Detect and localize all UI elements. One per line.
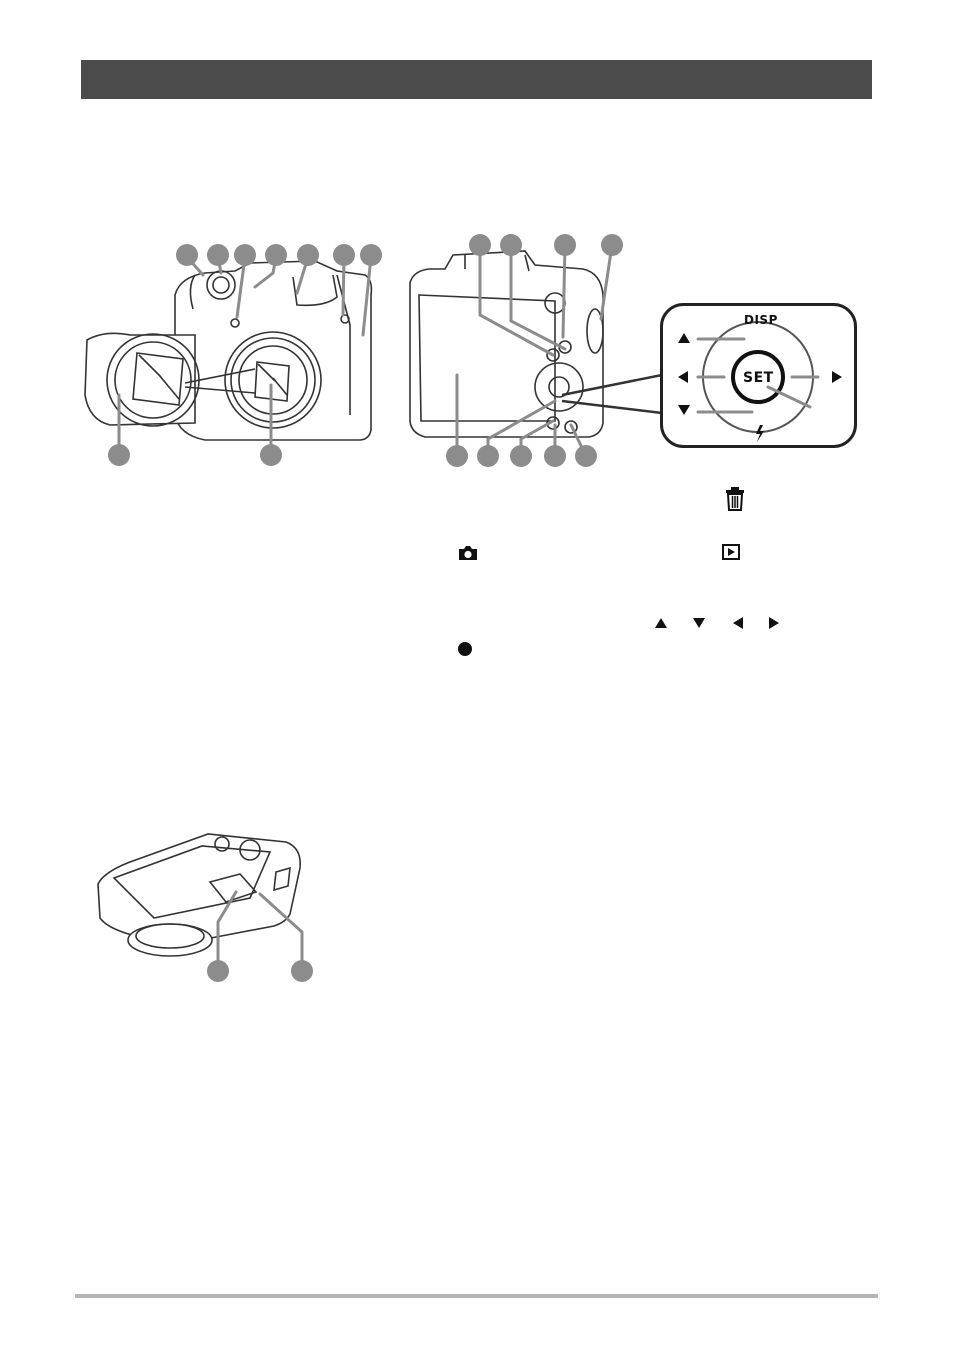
up-triangle-icon: [655, 618, 667, 628]
camera-front-illustration: [84, 244, 382, 466]
right-triangle-icon: [769, 617, 779, 629]
play-icon: [722, 544, 740, 560]
disp-label: DISP: [744, 313, 778, 327]
trash-icon: [726, 487, 744, 511]
callout-markers-back: [446, 234, 623, 467]
set-button-label: SET: [743, 370, 774, 386]
left-triangle-icon: [678, 371, 688, 383]
section-header-bar: [81, 60, 872, 99]
flash-icon: [756, 425, 764, 442]
right-triangle-icon: [832, 371, 842, 383]
camera-icon: [459, 546, 477, 560]
filled-circle-icon: [458, 642, 472, 656]
camera-back-illustration: [409, 234, 623, 467]
up-triangle-icon: [678, 333, 690, 343]
footer-rule: [75, 1294, 878, 1298]
down-triangle-icon: [693, 618, 705, 628]
camera-bottom-illustration: [97, 833, 313, 982]
left-triangle-icon: [733, 617, 743, 629]
pad-connector-lines: [561, 373, 663, 415]
down-triangle-icon: [678, 405, 690, 415]
callout-markers-bottom: [207, 960, 313, 982]
callout-markers-front: [108, 244, 382, 466]
control-pad-inset: DISP SET: [660, 303, 857, 448]
